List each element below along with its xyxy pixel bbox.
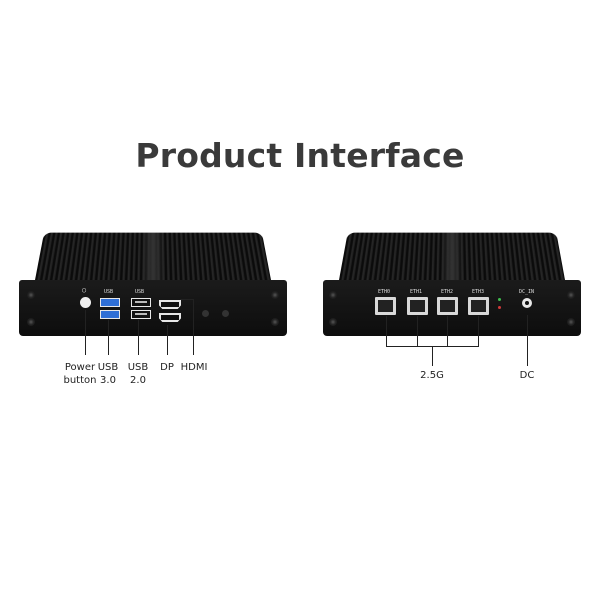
heatsink-fins bbox=[35, 232, 271, 280]
eth1-label: ETH1 bbox=[410, 289, 423, 295]
eth2-port bbox=[437, 297, 458, 315]
heatsink-fins bbox=[339, 232, 565, 280]
callout-line-usb2 bbox=[138, 320, 139, 355]
screw-icon bbox=[27, 318, 35, 326]
callout-line-dp bbox=[167, 325, 168, 355]
usb3-port bbox=[100, 298, 120, 307]
screw-icon bbox=[271, 318, 279, 326]
knob bbox=[222, 310, 229, 317]
knob bbox=[202, 310, 209, 317]
dc-jack bbox=[522, 298, 532, 308]
screw-icon bbox=[329, 291, 337, 299]
usb3-port-label: USB bbox=[104, 289, 114, 295]
eth3-port bbox=[468, 297, 489, 315]
page-title: Product Interface bbox=[135, 136, 465, 175]
callout-label-dc: DC bbox=[519, 370, 535, 381]
callout-label-hdmi: HDMI bbox=[180, 362, 208, 373]
dc-in-label: DC_IN bbox=[519, 289, 535, 295]
screw-icon bbox=[27, 291, 35, 299]
callout-line-usb3 bbox=[108, 320, 109, 355]
eth2-label: ETH2 bbox=[441, 289, 454, 295]
status-led-red bbox=[498, 306, 501, 309]
callout-line-25g bbox=[432, 346, 433, 366]
screw-icon bbox=[271, 291, 279, 299]
rear-panel: ETH0 ETH1 ETH2 ETH3 DC_IN bbox=[323, 280, 581, 336]
usb2-port bbox=[131, 310, 151, 319]
callout-label-usb3: USB 3.0 bbox=[97, 362, 119, 386]
usb2-port-label: USB bbox=[135, 289, 145, 295]
usb3-port bbox=[100, 310, 120, 319]
callout-line-eth2 bbox=[447, 316, 448, 346]
usb2-port bbox=[131, 298, 151, 307]
screw-icon bbox=[567, 291, 575, 299]
eth0-port bbox=[375, 297, 396, 315]
front-panel: ○ USB USB bbox=[19, 280, 287, 336]
dp-port bbox=[159, 313, 181, 322]
screw-icon bbox=[329, 318, 337, 326]
callout-label-25g: 2.5G bbox=[420, 370, 444, 381]
power-symbol: ○ bbox=[82, 286, 87, 294]
hdmi-port bbox=[159, 300, 181, 309]
eth1-port bbox=[407, 297, 428, 315]
status-led-green bbox=[498, 298, 501, 301]
rear-device: ETH0 ETH1 ETH2 ETH3 DC_IN bbox=[323, 226, 581, 336]
eth0-label: ETH0 bbox=[378, 289, 391, 295]
callout-label-dp: DP bbox=[160, 362, 174, 373]
callout-line-eth3 bbox=[478, 316, 479, 346]
callout-line-dc bbox=[527, 315, 528, 366]
callout-line-hdmi bbox=[193, 299, 194, 355]
callout-line-hdmi bbox=[180, 299, 194, 300]
front-device: ○ USB USB bbox=[19, 226, 287, 336]
screw-icon bbox=[567, 318, 575, 326]
eth3-label: ETH3 bbox=[472, 289, 485, 295]
callout-line-eth1 bbox=[417, 316, 418, 346]
callout-label-power: Power button bbox=[63, 362, 97, 386]
callout-label-usb2: USB 2.0 bbox=[127, 362, 149, 386]
power-button bbox=[80, 297, 91, 308]
callout-line-power bbox=[85, 310, 86, 355]
callout-line-eth0 bbox=[386, 316, 387, 346]
